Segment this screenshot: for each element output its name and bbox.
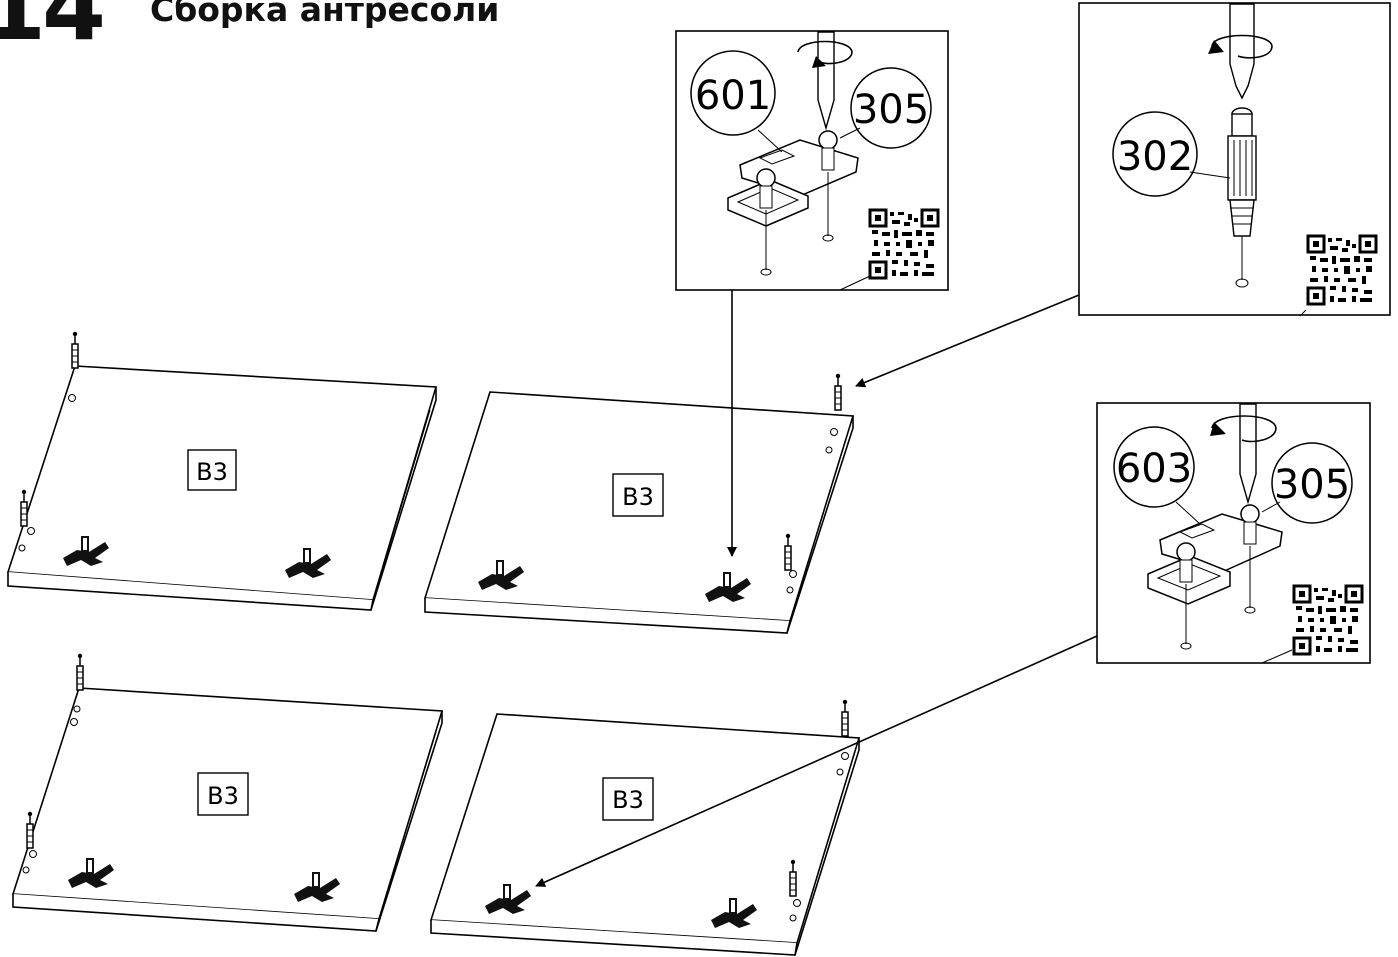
part-number: 601 <box>695 73 771 119</box>
leader-arrow-603 <box>535 635 1098 887</box>
panel-label: B3 <box>196 458 228 486</box>
callout-hinge-plate-603 <box>1096 402 1371 664</box>
part-number: 302 <box>1117 134 1193 180</box>
panel-label: B3 <box>207 782 239 810</box>
leader-arrow-302 <box>855 294 1080 388</box>
callout-hinge-plate-601 <box>675 30 949 291</box>
step-number: 14 <box>0 0 106 61</box>
callout-cam-pin-302 <box>1078 2 1391 317</box>
panel-label: B3 <box>612 786 644 814</box>
part-number: 305 <box>1274 462 1350 508</box>
step-title: Сборка антресоли <box>150 0 500 29</box>
panel-b3-bottom-left <box>11 653 444 932</box>
part-number: 603 <box>1116 446 1192 492</box>
part-number: 305 <box>853 87 929 133</box>
panel-label: B3 <box>622 483 654 511</box>
panel-b3-top-left <box>6 331 438 611</box>
panel-b3-bottom-right <box>429 699 861 956</box>
